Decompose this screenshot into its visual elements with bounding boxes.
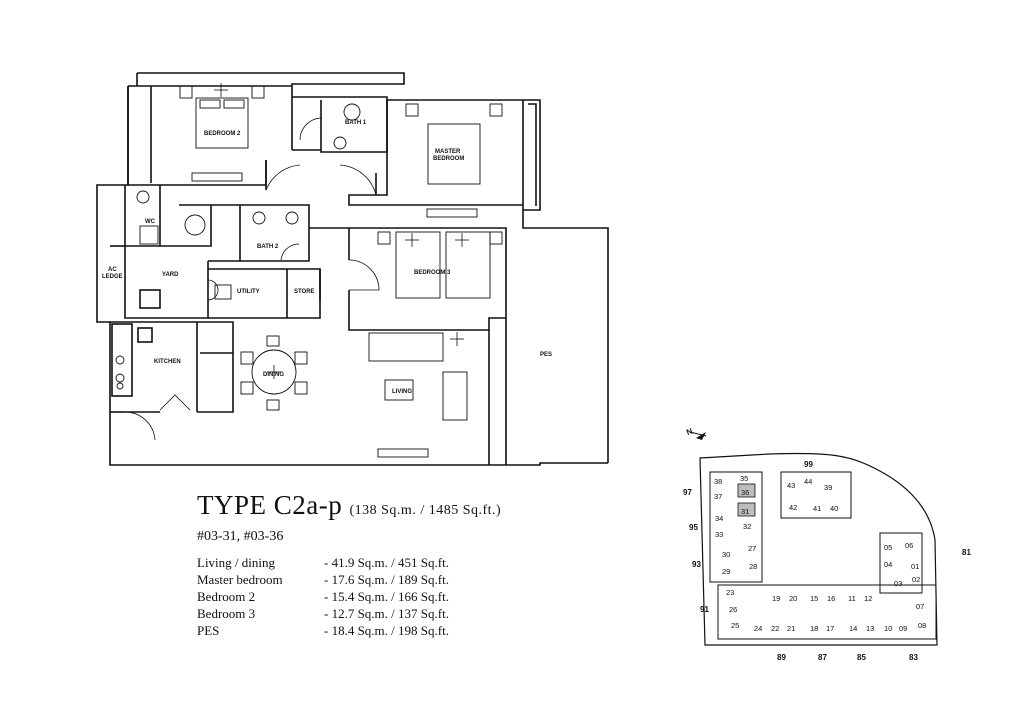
room-label-yard: YARD [162,272,179,278]
block-38: 38 [714,477,722,486]
block-17: 17 [826,624,834,633]
room-label-bath-2: BATH 2 [257,244,279,250]
unit-numbers: #03-31, #03-36 [197,529,284,544]
block-27: 27 [748,544,756,553]
unit-type-name: TYPE C2a-p [197,490,343,520]
site-boundary [699,452,938,646]
block-44: 44 [804,477,812,486]
area-room: Bedroom 3 [197,606,256,621]
block-34: 34 [715,514,723,523]
block-36: 36 [741,488,749,497]
block-25: 25 [731,621,739,630]
area-size: - 18.4 Sq.m. / 198 Sq.ft. [324,623,449,638]
block-37: 37 [714,492,722,501]
table-row: Master bedroom - 17.6 Sq.m. / 189 Sq.ft. [197,572,449,589]
table-row: PES - 18.4 Sq.m. / 198 Sq.ft. [197,623,449,640]
unit-info: TYPE C2a-p (138 Sq.m. / 1485 Sq.ft.) #03… [197,490,527,640]
road-97: 97 [683,488,692,497]
block-28: 28 [749,562,757,571]
room-label-master-1: MASTER [435,149,461,155]
block-26: 26 [729,605,737,614]
block-08: 08 [918,621,926,630]
block-07: 07 [916,602,924,611]
area-size: - 12.7 Sq.m. / 137 Sq.ft. [324,606,449,621]
room-label-master-2: BEDROOM [433,156,464,162]
room-label-bedroom-2: BEDROOM 2 [204,131,241,137]
area-room: Master bedroom [197,572,283,587]
block-12: 12 [864,594,872,603]
area-room: Bedroom 2 [197,589,256,604]
block-39: 39 [824,483,832,492]
block-30: 30 [722,550,730,559]
area-size: - 41.9 Sq.m. / 451 Sq.ft. [324,555,449,570]
block-24: 24 [754,624,762,633]
block-01: 01 [911,562,919,571]
block-16: 16 [827,594,835,603]
room-label-utility: UTILITY [237,289,260,295]
block-42: 42 [789,503,797,512]
road-99: 99 [804,460,813,469]
room-label-ac-1: AC [108,267,117,273]
room-label-ac-2: LEDGE [102,274,123,280]
block-32: 32 [743,522,751,531]
block-15: 15 [810,594,818,603]
room-label-kitchen: KITCHEN [154,359,181,365]
north-arrow-icon [689,431,707,440]
block-14: 14 [849,624,857,633]
unit-type-size: (138 Sq.m. / 1485 Sq.ft.) [349,503,502,518]
table-row: Bedroom 2 - 15.4 Sq.m. / 166 Sq.ft. [197,589,449,606]
block-29: 29 [722,567,730,576]
block-11: 11 [848,594,856,603]
room-label-bedroom-3: BEDROOM 3 [414,270,451,276]
room-label-dining: DINING [263,372,284,378]
block-31: 31 [741,507,749,516]
north-label: N [685,426,694,437]
area-size: - 17.6 Sq.m. / 189 Sq.ft. [324,572,449,587]
block-20: 20 [789,594,797,603]
table-row: Bedroom 3 - 12.7 Sq.m. / 137 Sq.ft. [197,606,449,623]
block-22: 22 [771,624,779,633]
room-label-store: STORE [294,289,315,295]
road-81: 81 [962,548,971,557]
block-19: 19 [772,594,780,603]
block-03: 03 [894,579,902,588]
area-room: PES [197,623,220,638]
block-40: 40 [830,504,838,513]
area-size: - 15.4 Sq.m. / 166 Sq.ft. [324,589,449,604]
block-13: 13 [866,624,874,633]
table-row: Living / dining - 41.9 Sq.m. / 451 Sq.ft. [197,555,449,572]
room-label-bath-1: BATH 1 [345,120,367,126]
road-85: 85 [857,653,866,662]
block-41: 41 [813,504,821,513]
block-21: 21 [787,624,795,633]
block-23: 23 [726,588,734,597]
block-05: 05 [884,543,892,552]
road-95: 95 [689,523,698,532]
block-18: 18 [810,624,818,633]
area-table: Living / dining - 41.9 Sq.m. / 451 Sq.ft.… [197,555,449,640]
road-83: 83 [909,653,918,662]
block-35: 35 [740,474,748,483]
room-label-pes: PES [540,352,552,358]
road-91: 91 [700,605,709,614]
block-02: 02 [912,575,920,584]
block-10: 10 [884,624,892,633]
block-09: 09 [899,624,907,633]
area-room: Living / dining [197,555,275,570]
road-87: 87 [818,653,827,662]
room-label-wc: WC [145,219,156,225]
road-93: 93 [692,560,701,569]
road-89: 89 [777,653,786,662]
room-label-living: LIVING [392,389,412,395]
block-43: 43 [787,481,795,490]
block-06: 06 [905,541,913,550]
block-33: 33 [715,530,723,539]
block-04: 04 [884,560,892,569]
unit-type-title: TYPE C2a-p (138 Sq.m. / 1485 Sq.ft.) [197,490,527,521]
